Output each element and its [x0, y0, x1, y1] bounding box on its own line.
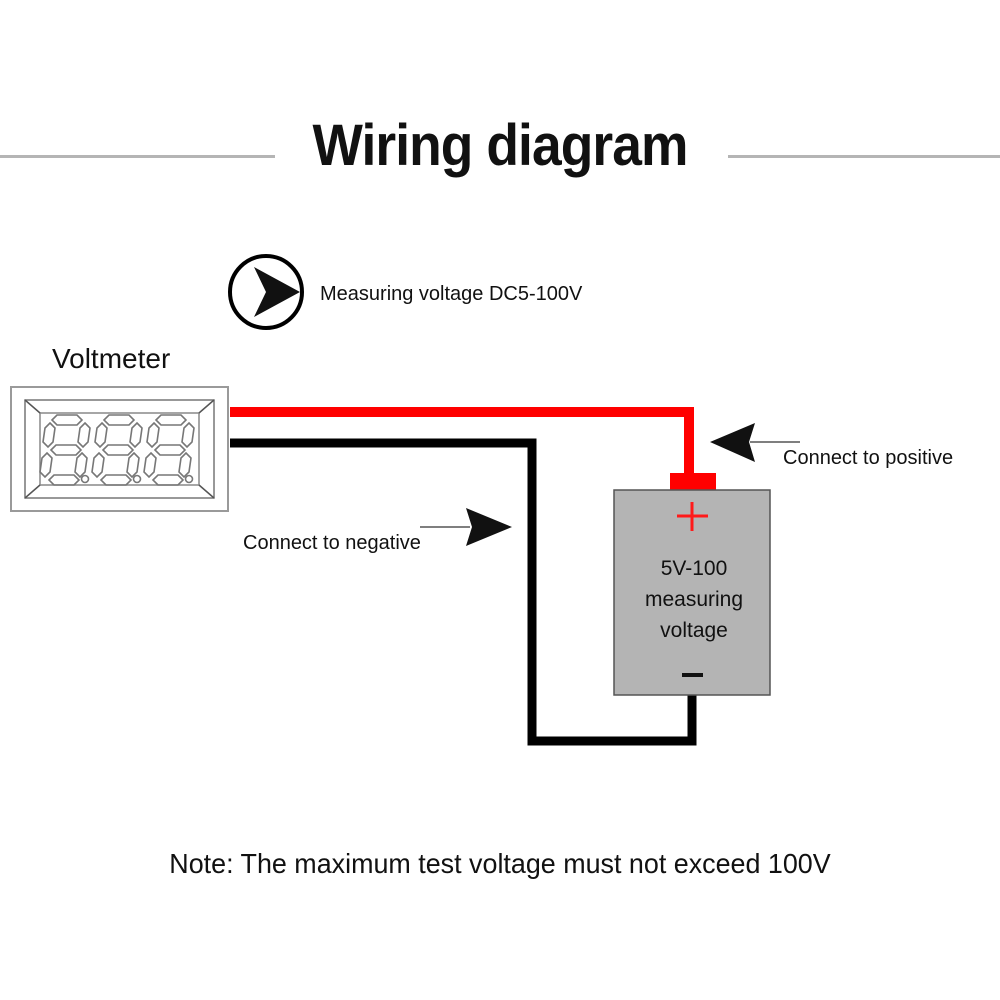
display-segment	[50, 414, 84, 426]
plus-icon	[677, 502, 708, 531]
source-label-line2: measuring	[644, 588, 744, 611]
voltmeter-label: Voltmeter	[52, 343, 171, 374]
footer-note: Note: The maximum test voltage must not …	[169, 848, 831, 879]
page-title: Wiring diagram	[312, 113, 688, 178]
source-label-line3: voltage	[660, 619, 728, 642]
source-label-line1: 5V-100	[660, 557, 728, 580]
display-segment	[143, 451, 157, 479]
display-segment	[126, 451, 140, 479]
title-rule-right	[728, 155, 1000, 158]
circle-arrow-right-icon	[228, 254, 304, 330]
display-decimal-point	[184, 474, 194, 484]
display-segment	[39, 451, 53, 479]
display-segment	[129, 421, 143, 449]
display-decimal-point	[80, 474, 90, 484]
voltmeter	[10, 386, 229, 512]
positive-wire	[230, 407, 694, 478]
display-segment	[151, 474, 185, 486]
display-segment	[102, 414, 136, 426]
positive-terminal	[670, 473, 716, 491]
display-segment	[47, 474, 81, 486]
arrow-right-icon	[420, 508, 512, 546]
display-segment	[101, 444, 135, 456]
display-segment	[94, 421, 108, 449]
display-segment	[74, 451, 88, 479]
display-segment	[91, 451, 105, 479]
legend-text: Measuring voltage DC5-100V	[320, 283, 583, 305]
display-segment	[154, 414, 188, 426]
arrow-left-icon	[710, 423, 800, 462]
positive-annotation: Connect to positive	[783, 447, 954, 469]
negative-wire	[230, 438, 697, 746]
display-segment	[99, 474, 133, 486]
display-segment	[49, 444, 83, 456]
display-segment	[42, 421, 56, 449]
display-segment	[146, 421, 160, 449]
display-segment	[178, 451, 192, 479]
source-label: 5V-100 measuring voltage	[614, 553, 774, 646]
display-segment	[153, 444, 187, 456]
display-segment	[77, 421, 91, 449]
title-rule-left	[0, 155, 275, 158]
negative-annotation: Connect to negative	[243, 532, 421, 554]
display-decimal-point	[132, 474, 142, 484]
display-segment	[181, 421, 195, 449]
